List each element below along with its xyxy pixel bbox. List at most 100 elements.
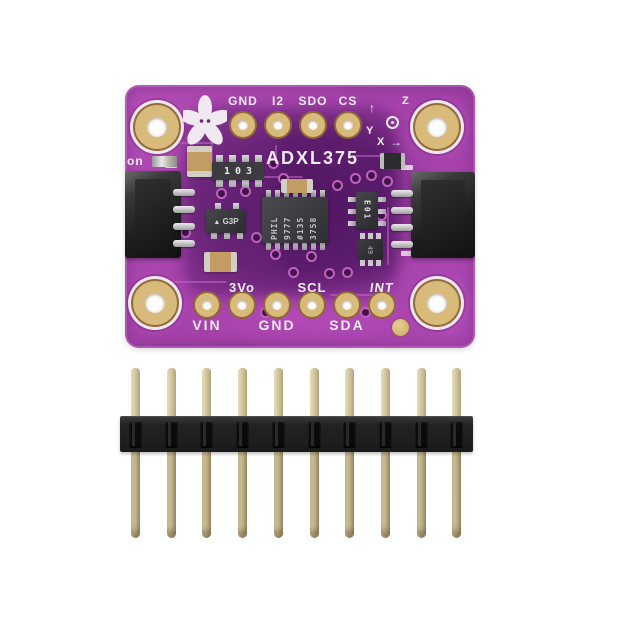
- header-pin-bottom: [131, 450, 140, 538]
- copper-trace: [387, 207, 389, 265]
- resistor-stub: [255, 179, 262, 187]
- bottom-pin-label-int: INT: [368, 280, 396, 295]
- top-pin-hole: [336, 113, 360, 137]
- regulator-leg: [237, 232, 243, 239]
- header-pin-top: [238, 368, 248, 418]
- ic-leg: [378, 221, 386, 226]
- resistor-stub: [255, 155, 262, 163]
- adafruit-flower-logo: [183, 95, 227, 145]
- ic-pin: [293, 190, 298, 197]
- via: [288, 267, 299, 278]
- silk-on-label: on: [127, 154, 144, 168]
- bottom-pin-hole: [370, 293, 394, 317]
- regulator-leg: [224, 232, 230, 239]
- bottom-pin-label-sda: SDA: [329, 317, 365, 333]
- header-pin-groove: [129, 420, 142, 448]
- ic-pin: [311, 243, 316, 250]
- header-pin-groove: [414, 420, 428, 448]
- mounting-hole-top-right: [415, 105, 459, 149]
- via: [382, 176, 393, 187]
- top-pin-label-cs: CS: [338, 94, 358, 108]
- bottom-pin-hole: [230, 293, 254, 317]
- capacitor: [187, 146, 212, 177]
- bottom-pin-hole: [300, 293, 324, 317]
- via: [342, 267, 353, 278]
- ic-pin: [320, 190, 325, 197]
- header-pin-bottom: [166, 450, 176, 538]
- copper-trace: [275, 145, 277, 167]
- ic-leg: [376, 260, 381, 266]
- header-pin-groove: [378, 420, 392, 448]
- header-pin-bottom: [309, 450, 319, 538]
- copper-trace: [330, 294, 388, 296]
- mounting-hole-bottom-right: [415, 281, 459, 325]
- axis-z-label: Z: [402, 95, 409, 107]
- connector-pin: [391, 190, 413, 197]
- connector-pin: [391, 224, 413, 231]
- header-pin-groove: [307, 420, 321, 448]
- resistor-stub: [229, 155, 236, 163]
- ic-pin: [275, 243, 280, 250]
- top-pin-hole: [266, 113, 290, 137]
- capacitor: [281, 179, 313, 193]
- header-pin-bottom: [380, 450, 390, 538]
- via: [324, 268, 335, 279]
- ic-leg: [378, 197, 386, 202]
- top-pin-hole: [231, 113, 255, 137]
- capacitor: [204, 252, 237, 272]
- axis-x-label: X: [377, 136, 385, 148]
- ic-leg: [368, 260, 373, 266]
- ic-marking-column: 3758: [309, 216, 318, 240]
- top-pin-label-sdo: SDO: [298, 94, 328, 108]
- header-pin-bottom: [452, 450, 462, 538]
- axis-y-label: Y: [366, 125, 374, 137]
- level-shifter-marking: E01: [362, 200, 372, 221]
- ic-leg: [348, 221, 356, 226]
- diode: [380, 153, 405, 169]
- stemma-qt-connector-right: [391, 172, 475, 258]
- stemma-qt-connector-left: [125, 171, 195, 258]
- via: [270, 249, 281, 260]
- ic-leg: [348, 209, 356, 214]
- ic-marking-column: 9777: [283, 216, 292, 240]
- regulator-marking: G3P: [222, 216, 239, 226]
- ic-pin: [311, 190, 316, 197]
- ic-leg: [378, 209, 386, 214]
- ic-pin: [284, 243, 289, 250]
- mounting-hole-top-left: [135, 105, 179, 149]
- header-pin-top: [131, 368, 140, 418]
- regulator-leg: [211, 232, 217, 239]
- ic-pin: [320, 243, 325, 250]
- top-pin-hole: [301, 113, 325, 137]
- via: [268, 158, 279, 169]
- via: [306, 251, 317, 262]
- regulator-logo-icon: ▲: [213, 218, 221, 226]
- bottom-pin-label-gnd: GND: [258, 317, 296, 333]
- header-pin-groove: [450, 420, 464, 448]
- header-pin-groove: [236, 420, 250, 448]
- top-pin-label-gnd: GND: [228, 94, 258, 108]
- header-pin-groove: [200, 420, 214, 448]
- via: [360, 307, 371, 318]
- resistor-stub: [242, 155, 249, 163]
- ic-leg: [368, 233, 373, 239]
- axis-y-arrow-icon: ↑: [369, 101, 375, 115]
- ic-pin: [293, 243, 298, 250]
- header-pin-bottom: [345, 450, 355, 538]
- ic-pin: [275, 190, 280, 197]
- via: [251, 232, 262, 243]
- connector-pin: [173, 206, 195, 213]
- ic-pin: [284, 190, 289, 197]
- top-pin-label-i2: I2: [271, 94, 284, 108]
- ic-marking-column: #135: [296, 216, 305, 240]
- header-pin-bottom: [202, 450, 212, 538]
- ic-leg: [348, 197, 356, 202]
- header-pin-top: [416, 368, 426, 418]
- header-pin-top: [452, 368, 462, 418]
- copper-trace: [161, 281, 227, 283]
- header-pin-top: [166, 368, 176, 418]
- gold-test-pad: [392, 319, 409, 336]
- bottom-pin-hole: [335, 293, 359, 317]
